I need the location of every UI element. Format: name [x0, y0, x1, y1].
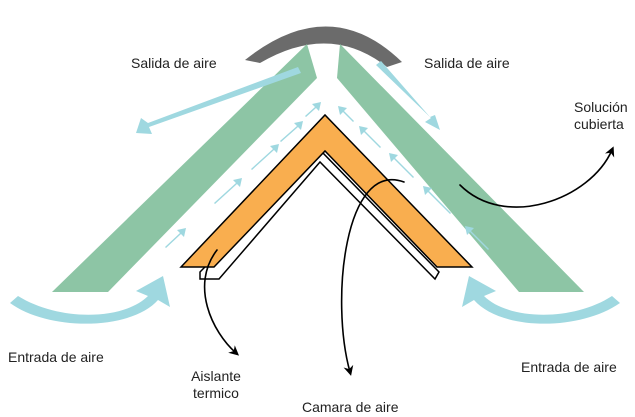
label-aislante-line2: termico	[193, 385, 239, 401]
label-solucion-cubierta: Solución cubierta	[574, 99, 628, 133]
inflow-dash-right-1	[465, 226, 489, 250]
callout-camara	[340, 178, 405, 376]
inflow-dash-left-3	[251, 144, 279, 170]
outflow-arrow-left	[136, 67, 301, 134]
roof-panel-right	[337, 44, 584, 292]
inflow-curve-right	[462, 276, 620, 324]
label-solucion-line1: Solución	[574, 99, 628, 115]
label-entrada-right: Entrada de aire	[521, 359, 617, 375]
inflow-dash-left-4	[280, 121, 303, 142]
label-aislante-termico: Aislante termico	[181, 368, 251, 402]
inflow-dash-left-1	[165, 228, 186, 248]
inflow-curve-left	[10, 276, 170, 324]
ridge-cap	[245, 26, 402, 67]
outflow-arrow-right	[376, 61, 440, 130]
inflow-dash-left-5	[305, 102, 321, 117]
label-entrada-left: Entrada de aire	[8, 349, 104, 365]
label-aislante-line1: Aislante	[191, 368, 241, 384]
inflow-dash-left-2	[214, 178, 242, 204]
label-salida-right: Salida de aire	[424, 55, 510, 71]
label-salida-left: Salida de aire	[131, 55, 217, 71]
airflow-arrows	[10, 61, 620, 324]
roof-panel-left	[52, 44, 317, 292]
label-camara-de-aire: Camara de aire	[302, 399, 399, 415]
air-chamber-profile	[199, 148, 440, 281]
inflow-dash-right-5	[338, 106, 354, 122]
callout-solucion	[459, 146, 615, 208]
inflow-dash-right-3	[389, 153, 414, 178]
inflow-dash-right-2	[423, 186, 451, 214]
label-solucion-line2: cubierta	[574, 116, 624, 132]
inflow-dash-right-4	[359, 126, 381, 148]
insulation-layer	[179, 113, 474, 268]
callout-arrows	[203, 146, 615, 376]
callout-aislante	[203, 249, 240, 356]
